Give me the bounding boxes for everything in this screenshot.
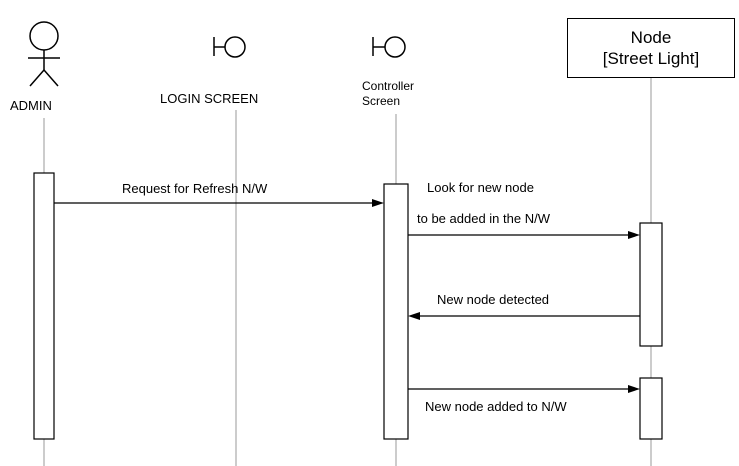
controller-screen-boundary-icon bbox=[372, 36, 406, 58]
message-3-label: New node detected bbox=[437, 292, 550, 307]
message-1-label: Request for Refresh N/W bbox=[122, 181, 268, 196]
controller-label-line2: Screen bbox=[362, 94, 401, 108]
controller-activation-bar bbox=[383, 183, 409, 440]
admin-actor-icon bbox=[28, 21, 60, 87]
admin-activation-bar bbox=[33, 172, 55, 440]
admin-label: ADMIN bbox=[10, 98, 52, 113]
message-4-label: New node added to N/W bbox=[425, 399, 567, 414]
controller-label-line1: Controller bbox=[362, 79, 415, 93]
message-2-label-line2: to be added in the N/W bbox=[417, 211, 550, 226]
node-participant-box: Node [Street Light] bbox=[567, 18, 735, 78]
node-activation-bar-1 bbox=[639, 222, 663, 347]
node-label-line1: Node bbox=[630, 28, 672, 47]
node-label-line2: [Street Light] bbox=[602, 49, 700, 68]
message-2-label-line1: Look for new node bbox=[427, 180, 534, 195]
login-screen-label: LOGIN SCREEN bbox=[160, 91, 259, 106]
login-screen-boundary-icon bbox=[213, 36, 246, 58]
node-activation-bar-2 bbox=[639, 377, 663, 440]
